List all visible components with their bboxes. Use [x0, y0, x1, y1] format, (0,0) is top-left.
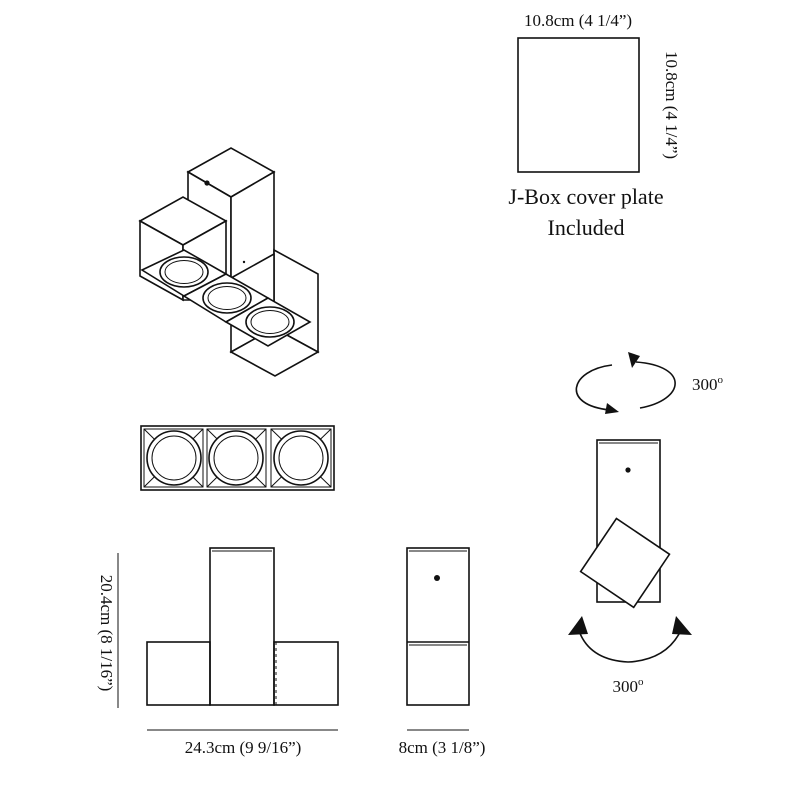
jbox-caption-line1: J-Box cover plate: [508, 184, 663, 209]
front-height-label: 20.4cm (8 1/16”): [97, 575, 116, 692]
lens-3: [245, 306, 295, 338]
lens-1: [159, 256, 209, 288]
side-view: 8cm (3 1/8”): [399, 547, 486, 757]
jbox-plate-square: [517, 37, 640, 173]
rotate-horizontal-arrow: [635, 361, 676, 409]
rotation-view: 300o 300o: [568, 352, 724, 696]
tilted-head: [579, 517, 671, 609]
side-width-label: 8cm (3 1/8”): [399, 738, 486, 757]
tilt-arrow: [577, 627, 683, 663]
isometric-view: [138, 147, 320, 377]
mounting-hole: [204, 180, 210, 186]
jbox-cover-plate: 10.8cm (4 1/4”) 10.8cm (4 1/4”) J-Box co…: [508, 11, 681, 240]
bottom-angle-label: 300o: [613, 676, 645, 696]
top-angle-label: 300o: [692, 374, 724, 394]
side-mounting-hole: [434, 575, 440, 581]
jbox-caption-line2: Included: [548, 215, 625, 240]
bottom-view: [140, 425, 335, 491]
front-view: 20.4cm (8 1/16”) 24.3cm (9 9/16”): [97, 547, 339, 757]
front-width-label: 24.3cm (9 9/16”): [185, 738, 302, 757]
jbox-width-label: 10.8cm (4 1/4”): [524, 11, 632, 30]
lens-2: [202, 282, 252, 314]
jbox-height-label: 10.8cm (4 1/4”): [662, 51, 681, 159]
